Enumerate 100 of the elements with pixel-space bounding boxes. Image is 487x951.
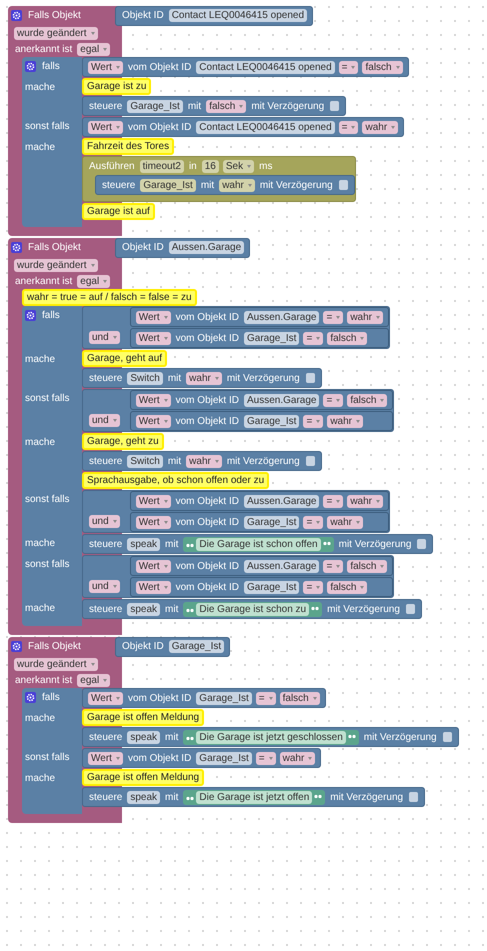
condition-block [82,117,404,137]
set-state-block [95,175,355,195]
block-label: mit [188,100,202,112]
set-state-block [82,368,322,388]
block-label: mit Verzögerung [226,372,300,384]
dropdown-field: = [256,752,276,764]
block-label: vom Objekt ID [128,752,192,764]
block-label: anerkannt ist [15,276,72,286]
dropdown-field: falsch [280,692,320,704]
text-field: Garage_Ist [196,752,252,764]
text-field: Contact LEQ0046415 opened [196,60,335,74]
block-label: mit Verzögerung [251,100,324,112]
comment-note: Garage ist offen Meldung [82,709,204,726]
text-field: Aussen.Garage [244,494,320,508]
dropdown-field: Wert [136,580,171,594]
block-label: steuere [102,180,136,190]
text-field: Garage_Ist [244,414,300,428]
block-label: vom Objekt ID [128,122,192,132]
text-field: Garage_Ist [196,692,252,704]
dropdown-field: Wert [136,394,171,406]
text-field: speak [127,730,160,744]
text-field: Contact LEQ0046415 opened [196,120,335,134]
dropdown-field: wahr [327,414,363,428]
timeout-block [82,156,356,202]
dropdown-field: Wert [136,332,171,344]
dropdown-field: Wert [136,560,171,572]
block-label: anerkannt ist [15,674,72,686]
text-field: Garage_Ist [168,640,224,653]
dropdown-field: Wert [136,310,171,324]
block-label: mache [25,142,56,153]
block-label: steuere [89,100,122,112]
text-field: Contact LEQ0046415 opened [168,9,308,22]
block-label: steuere [89,604,122,614]
dropdown-field: egal [77,674,110,686]
block-label: mache [25,437,56,448]
dropdown-field: wurde geändert [14,26,98,40]
block-label: sonst falls [25,121,70,132]
block-label: mache [25,354,56,365]
dropdown-field: wahr [280,752,316,764]
block-label: Objekt ID [122,641,164,652]
block-label: vom Objekt ID [128,62,192,72]
object-id-block [115,6,314,26]
condition-block [82,748,322,768]
dropdown-field: wahr [327,516,363,528]
block-label: mit [165,732,178,742]
comment-note: Garage, geht auf [82,350,168,367]
dropdown-field: egal [77,42,110,56]
block-label: Objekt ID [122,10,164,21]
text-field: Aussen.Garage [244,560,320,572]
condition-block [130,307,390,327]
block-label: mit Verzögerung [330,792,404,802]
block-label: mit Verzögerung [338,538,412,550]
dropdown-field: und [89,515,120,528]
condition-block [130,390,394,410]
condition-block [82,57,409,77]
dropdown-field: falsch [362,60,403,74]
dropdown-field: Wert [88,120,123,134]
block-label: Falls Objekt [28,242,82,253]
text-field: 16 [202,160,219,172]
dropdown-field: egal [77,274,110,288]
dropdown-field: falsch [206,100,246,112]
block-label: vom Objekt ID [176,394,239,406]
dropdown-field: = [256,692,276,704]
set-state-block [82,599,422,619]
trigger-block [8,6,409,236]
block-label: ms [259,160,272,172]
object-id-block [115,238,250,258]
dropdown-field: wurde geändert [14,258,98,272]
dropdown-field: Wert [88,752,123,764]
dropdown-field: = [303,332,324,344]
block-label: mache [25,82,56,93]
comment-note: Garage ist auf [82,203,155,220]
dropdown-field: wahr [362,120,398,134]
block-label: mit [165,604,178,614]
object-id-block [115,636,230,656]
dropdown-field: Wert [136,414,171,428]
text-field: Die Garage ist schon offen [196,538,321,550]
trigger-block [8,238,434,635]
block-label: vom Objekt ID [176,582,239,592]
text-field: Garage_Ist [244,332,300,344]
block-label: mache [25,603,56,614]
block-label: sonst falls [25,393,70,404]
dropdown-field: = [303,516,324,528]
block-label: mit Verzögerung [364,732,437,742]
block-label: mit [200,180,214,190]
comment-note: wahr = true = auf / falsch = false = zu [22,289,197,306]
text-field: Aussen.Garage [244,310,320,324]
block-label: falls [42,61,60,72]
text-field: Switch [127,372,163,384]
text-field: timeout2 [140,160,184,172]
block-label: steuere [89,456,122,466]
dropdown-field: = [323,560,344,572]
and-block [82,389,394,432]
block-label: anerkannt ist [15,44,72,54]
dropdown-field: wahr [186,454,222,468]
block-label: vom Objekt ID [176,560,239,572]
text-field: Die Garage ist schon zu [196,602,310,616]
block-label: vom Objekt ID [128,692,192,704]
dropdown-field: und [89,331,120,344]
block-label: Falls Objekt [28,641,82,652]
